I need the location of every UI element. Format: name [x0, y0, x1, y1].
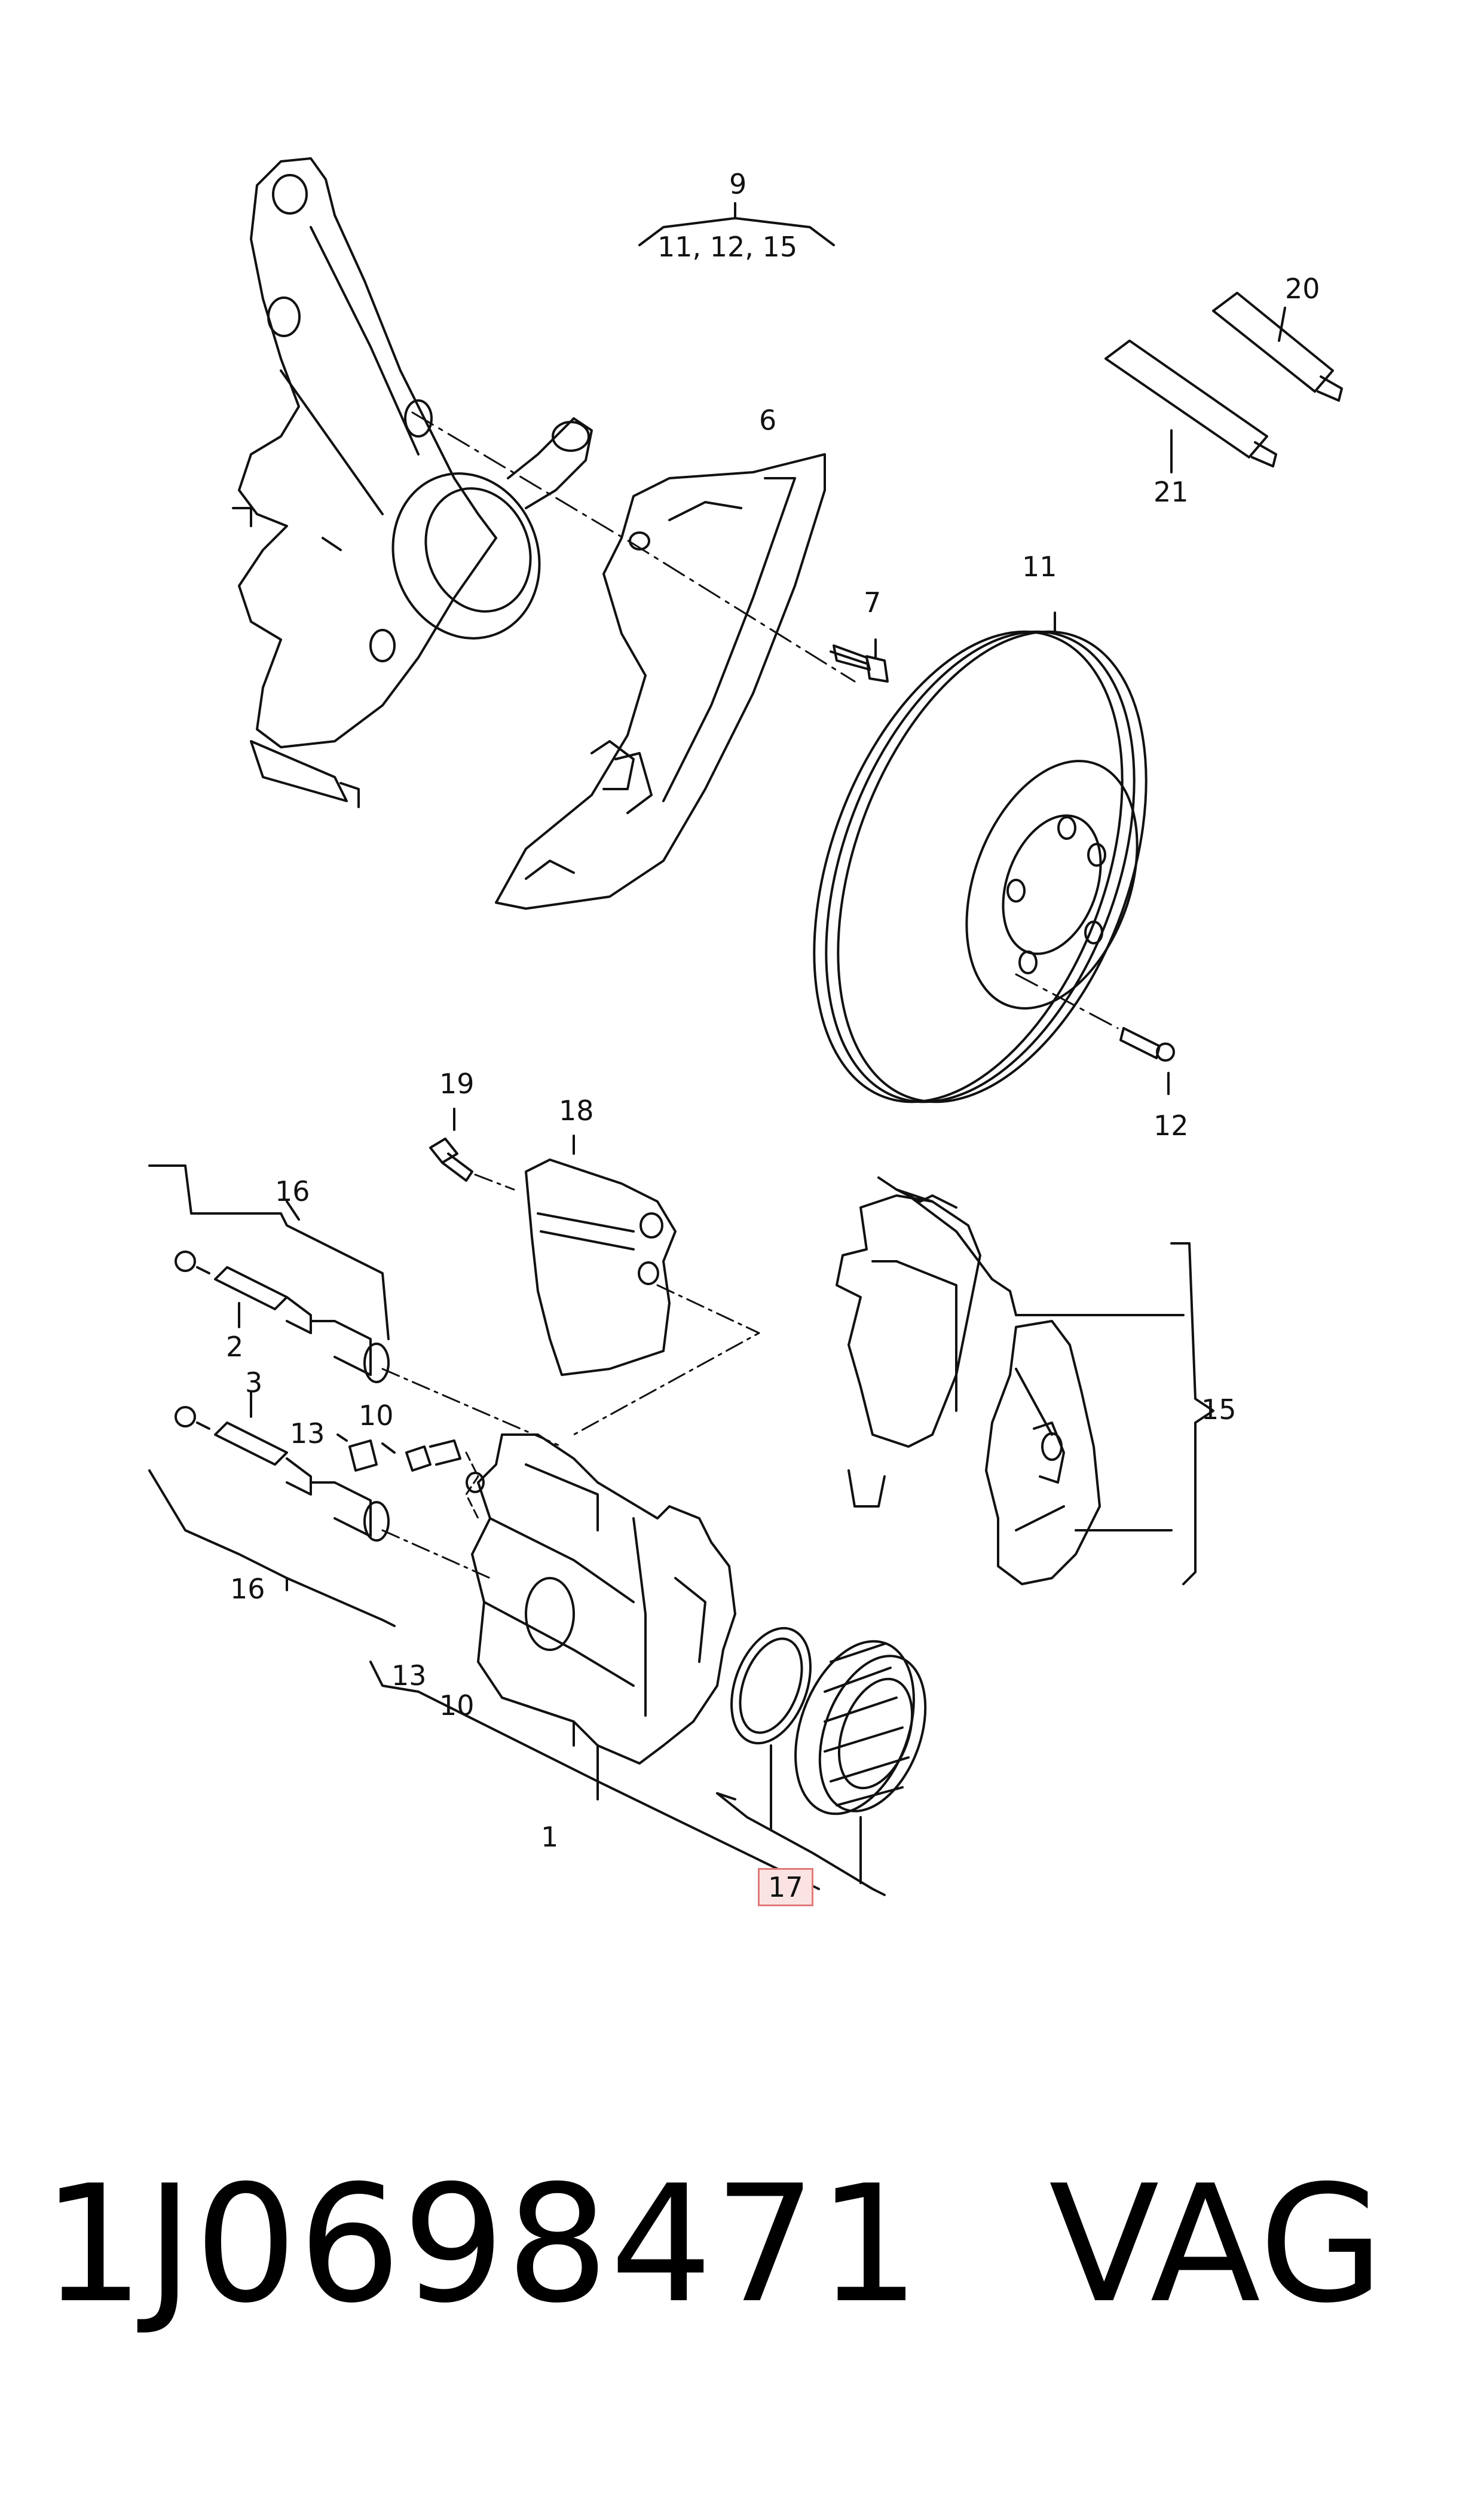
brake-pad-inner	[837, 1178, 1183, 1506]
carrier-shield-18	[526, 1136, 759, 1435]
callout-9-subparts: 11, 12, 15	[657, 231, 798, 263]
callout-6: 6	[759, 404, 777, 436]
callout-15: 15	[1201, 1393, 1237, 1426]
callout-18: 18	[559, 1095, 594, 1127]
callout-21: 21	[1153, 476, 1189, 508]
guide-pin-2	[176, 1252, 562, 1447]
screw-12	[1016, 974, 1174, 1094]
callout-13-lower: 13	[391, 1659, 427, 1692]
brake-disc	[755, 589, 1205, 1144]
steering-knuckle	[233, 158, 592, 807]
grease-tube-20	[1213, 293, 1342, 401]
bleeder-cap-13	[338, 1435, 377, 1471]
group-bracket-9	[640, 203, 834, 245]
brand-name: VAG	[1049, 2150, 1385, 2338]
bracket-16-upper	[149, 1166, 388, 1339]
bolt-7	[831, 640, 888, 681]
callout-2: 2	[226, 1331, 244, 1363]
callout-7: 7	[864, 586, 882, 619]
exploded-brake-diagram	[0, 0, 1484, 2032]
bracket-1-17	[371, 1662, 885, 1895]
splash-shield	[496, 454, 825, 909]
callout-16-upper: 16	[275, 1175, 310, 1207]
callout-3: 3	[245, 1366, 263, 1399]
bracket-15	[1171, 1243, 1213, 1584]
callout-17-highlighted: 17	[758, 1868, 813, 1906]
axis-line-upper	[412, 412, 855, 681]
callout-1: 1	[541, 1821, 559, 1853]
bracket-16-lower	[149, 1471, 394, 1626]
callout-12: 12	[1153, 1109, 1189, 1142]
grease-tube-21	[1106, 341, 1276, 472]
brake-pad-outer	[986, 1321, 1171, 1584]
bolt-19	[430, 1109, 514, 1190]
callout-10-upper: 10	[359, 1399, 394, 1432]
callout-16-lower: 16	[230, 1573, 265, 1605]
caliper-housing	[467, 1435, 735, 1763]
piston	[773, 1625, 945, 1830]
part-number: 1J0698471	[42, 2150, 922, 2338]
guide-pin-3	[176, 1393, 490, 1578]
callout-11: 11	[1022, 551, 1057, 583]
seal-ring	[717, 1618, 825, 1754]
callout-19: 19	[439, 1068, 475, 1100]
callout-10-lower: 10	[439, 1689, 475, 1722]
bleeder-valve-10	[383, 1441, 478, 1518]
callout-20: 20	[1285, 273, 1320, 305]
callout-13-upper: 13	[290, 1417, 325, 1450]
callout-9: 9	[729, 168, 747, 200]
